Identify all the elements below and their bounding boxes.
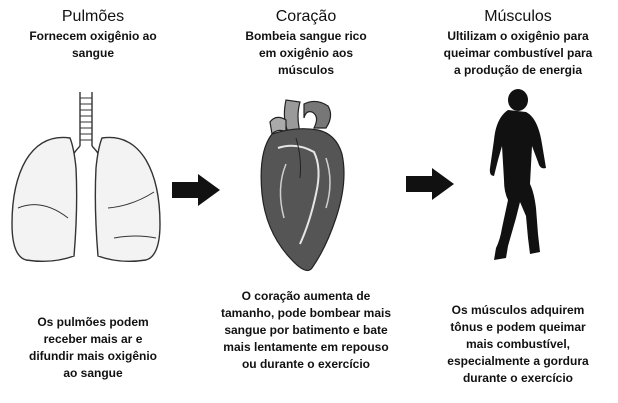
runner-icon [489,89,546,260]
panel-title-muscles: Músculos [484,8,552,25]
panel-title-lungs: Pulmões [61,8,125,25]
panel-caption-lungs: Os pulmões podem receber mais ar e difun… [28,315,157,380]
arrow-right-icon [406,168,454,200]
panel-caption-heart: O coração aumenta de tamanho, pode bombe… [220,289,392,371]
panel-subtitle-lungs: Fornecem oxigênio ao sangue [29,29,157,60]
arrow-right-icon [172,174,220,206]
panel-caption-muscles: Os músculos adquirem tônus e podem queim… [447,303,589,385]
panel-muscles: Músculos Ultilizam o oxigênio para queim… [418,0,618,79]
panel-title-heart: Coração [275,8,337,25]
lungs-icon [11,92,161,263]
heart-icon [260,99,345,271]
panel-lungs: Pulmões Fornecem oxigênio ao sangue [0,0,186,62]
panel-subtitle-muscles: Ultilizam o oxigênio para queimar combus… [443,29,593,77]
panel-subtitle-heart: Bombeia sangue rico em oxigênio aos músc… [245,29,367,77]
panel-heart: Coração Bombeia sangue rico em oxigênio … [200,0,412,79]
